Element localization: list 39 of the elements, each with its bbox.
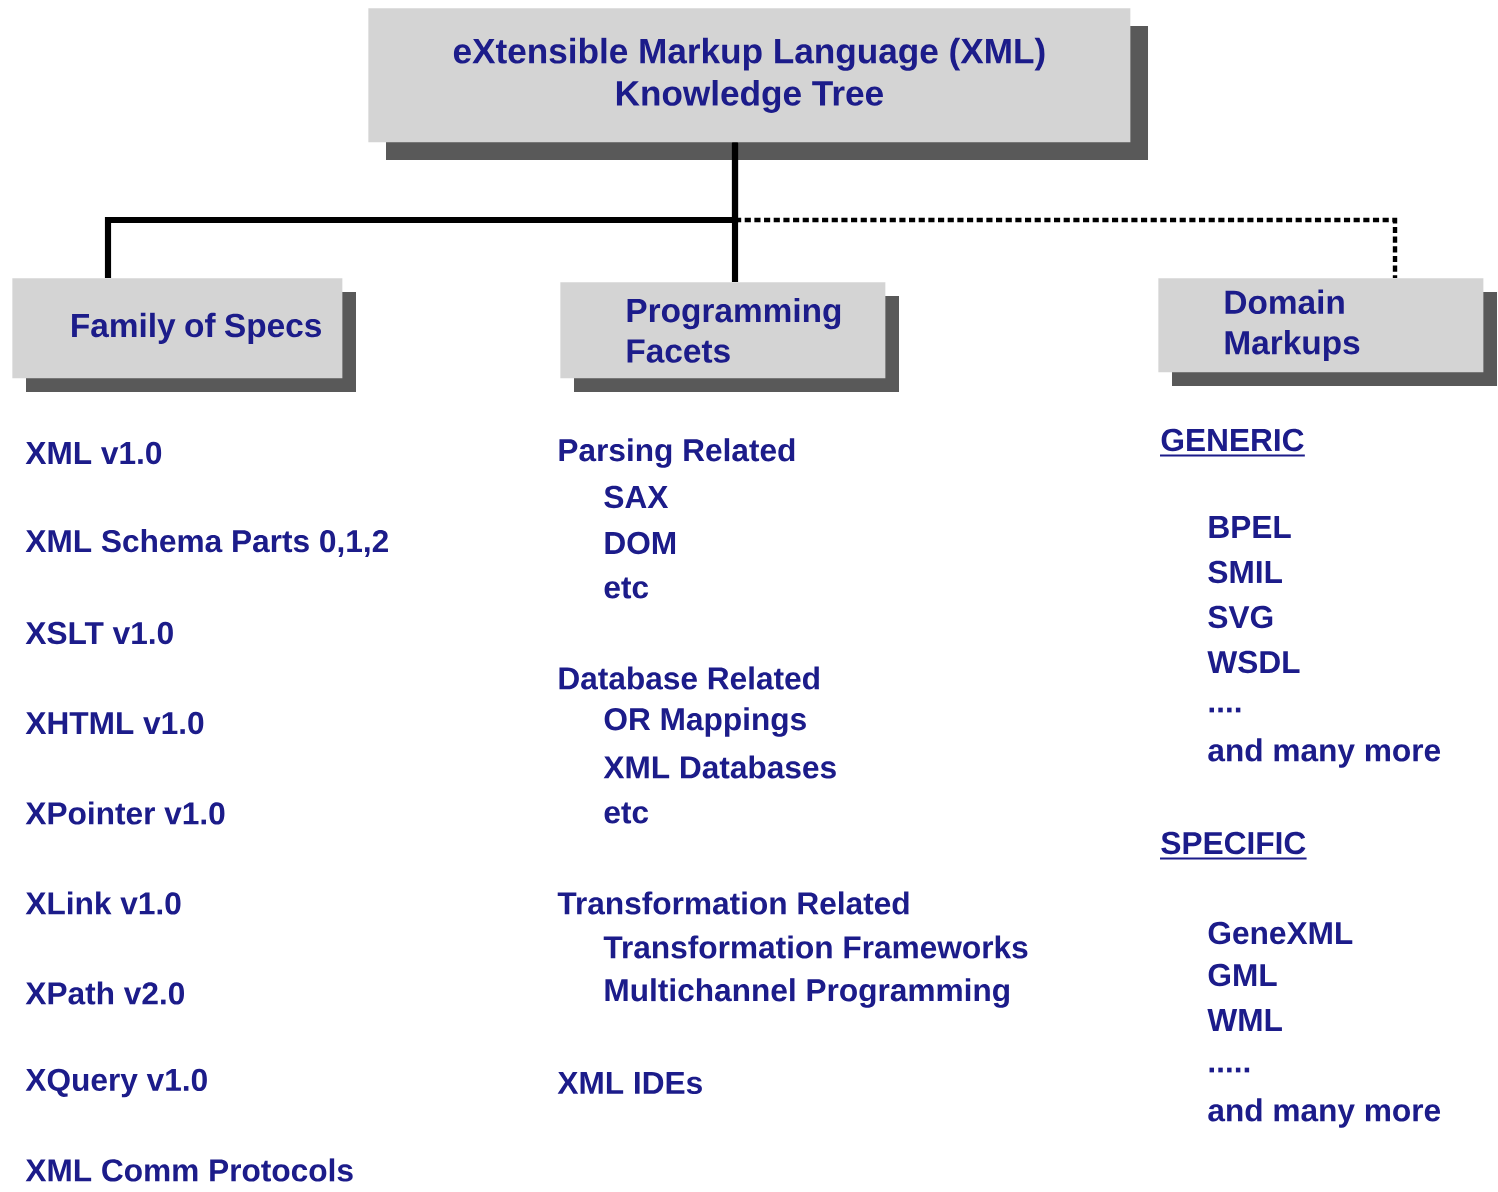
heading-box: eXtensible Markup Language (XML) Knowledge Tree <box>368 8 1148 160</box>
list-item: OR Mappings <box>604 707 806 737</box>
list-item: XHTML v1.0 <box>25 711 204 735</box>
list-item: XML IDEs <box>557 1071 702 1095</box>
list-item: XLink v1.0 <box>25 891 181 915</box>
list-item: ..... <box>1209 1067 1250 1073</box>
list-item: .... <box>1209 707 1241 713</box>
list-item: etc <box>604 577 649 599</box>
heading-box: Family of Specs <box>12 278 356 392</box>
section-heading: SPECIFIC <box>1160 831 1307 860</box>
list-item: WML <box>1207 1009 1282 1031</box>
list-item: and many more <box>1208 1098 1441 1128</box>
list-item: XPointer v1.0 <box>25 801 225 825</box>
heading-box: Domain Markups <box>1158 278 1497 386</box>
list-item: Transformation Frameworks <box>603 935 1028 959</box>
list-item: Transformation Related <box>557 891 909 915</box>
list-item: GML <box>1208 963 1277 987</box>
list-item: XSLT v1.0 <box>25 621 173 645</box>
list-item: BPEL <box>1209 516 1291 538</box>
list-item: XML Schema Parts 0,1,2 <box>25 529 388 557</box>
list-item: XML Comm Protocols <box>25 1158 353 1182</box>
list-item: Database Related <box>559 666 819 690</box>
list-item: XPath v2.0 <box>25 981 184 1005</box>
section-heading: GENERIC <box>1160 428 1305 457</box>
list-item: XML Databases <box>603 755 836 779</box>
list-item: Parsing Related <box>559 438 795 468</box>
list-item: Multichannel Programming <box>605 978 1009 1008</box>
list-item: WSDL <box>1207 650 1300 674</box>
list-item: etc <box>604 802 649 824</box>
list-item: SMIL <box>1208 560 1282 584</box>
list-item: XML v1.0 <box>25 441 162 465</box>
list-item: DOM <box>605 531 676 555</box>
connector-line <box>732 142 1398 278</box>
list-item: XQuery v1.0 <box>25 1068 207 1098</box>
list-item: SVG <box>1208 605 1273 629</box>
list-item: and many more <box>1208 738 1441 768</box>
list-item: SAX <box>604 485 669 509</box>
heading-box: Programming Facets <box>560 282 899 392</box>
list-item: GeneXML <box>1208 921 1353 945</box>
